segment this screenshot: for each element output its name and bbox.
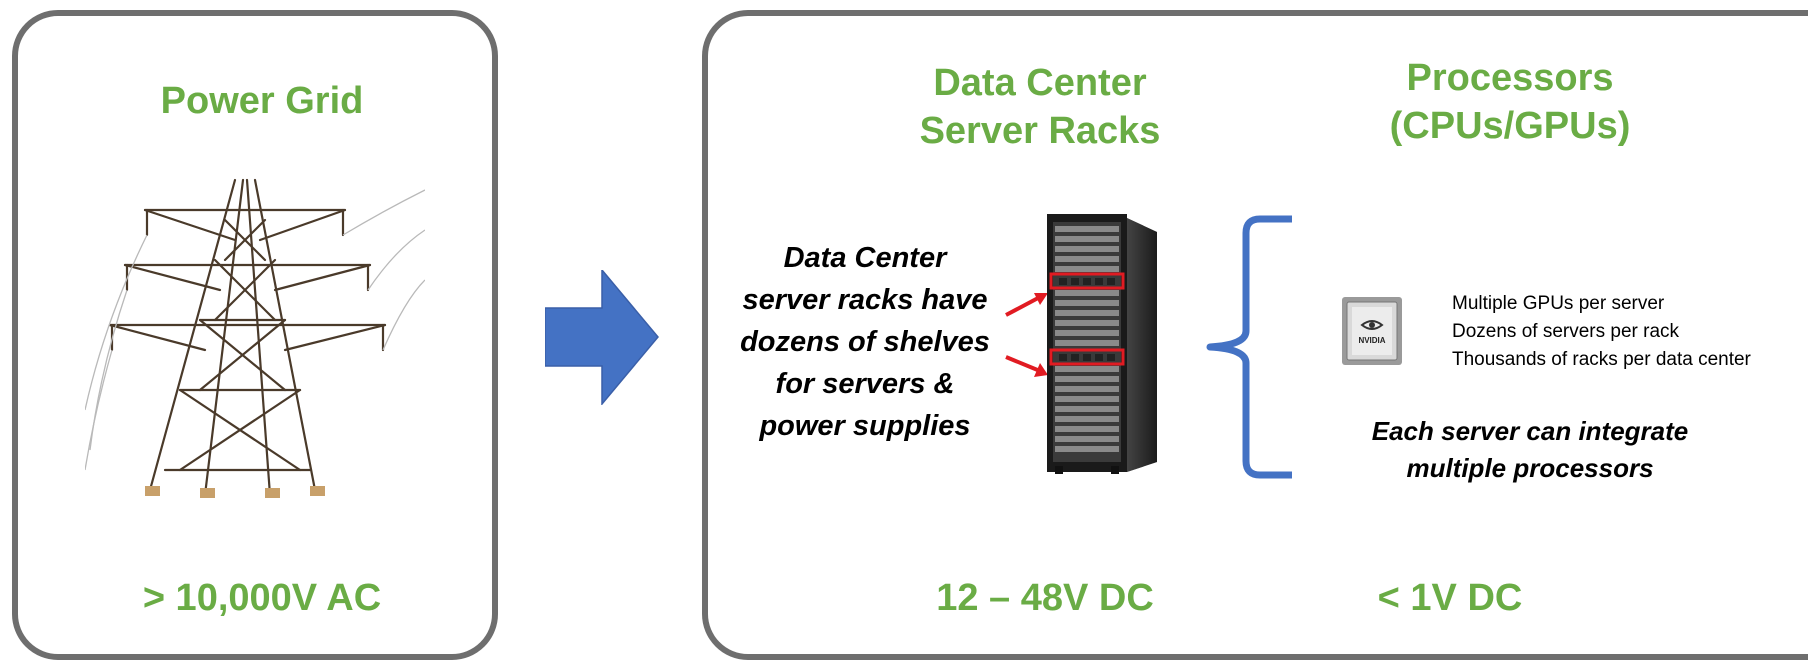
description-line: dozens of shelves xyxy=(740,326,990,358)
server-racks-title: Data Center Server Racks xyxy=(890,60,1190,155)
gpu-facts: Multiple GPUs per server Dozens of serve… xyxy=(1452,290,1751,374)
server-racks-title-line2: Server Racks xyxy=(919,109,1161,152)
nvidia-chip-image: NVIDIA xyxy=(1342,297,1402,365)
server-racks-voltage: 12 – 48V DC xyxy=(936,577,1154,619)
processors-voltage: < 1V DC xyxy=(1377,577,1523,619)
power-grid-panel xyxy=(12,10,498,660)
power-grid-voltage: > 10,000V AC xyxy=(142,577,382,619)
power-grid-title: Power Grid xyxy=(160,80,364,122)
flow-arrow-icon xyxy=(545,270,659,405)
note-line: Each server can integrate xyxy=(1371,416,1689,446)
red-pointer-arrows xyxy=(1005,293,1048,377)
fact-item: Dozens of servers per rack xyxy=(1452,321,1680,342)
curly-brace-icon xyxy=(1206,215,1292,479)
data-center-panel xyxy=(702,10,1808,660)
processors-title-line1: Processors xyxy=(1406,57,1614,99)
processors-title-line2: (CPUs/GPUs) xyxy=(1389,104,1631,147)
fact-item: Multiple GPUs per server xyxy=(1452,293,1665,314)
transmission-tower-image xyxy=(85,178,425,498)
note-line: multiple processors xyxy=(1406,453,1654,483)
description-line: server racks have xyxy=(742,284,988,316)
server-racks-description: Data Center server racks have dozens of … xyxy=(700,237,1030,447)
description-line: Data Center xyxy=(783,242,947,274)
description-line: for servers & xyxy=(775,368,955,400)
integration-note: Each server can integrate multiple proce… xyxy=(1330,413,1730,487)
fact-item: Thousands of racks per data center xyxy=(1452,349,1751,370)
server-rack-image xyxy=(1047,214,1157,474)
description-line: power supplies xyxy=(759,410,971,442)
processors-title: Processors (CPUs/GPUs) xyxy=(1350,55,1670,150)
nvidia-logo-text: NVIDIA xyxy=(1358,336,1385,345)
server-racks-title-line1: Data Center xyxy=(933,62,1147,104)
